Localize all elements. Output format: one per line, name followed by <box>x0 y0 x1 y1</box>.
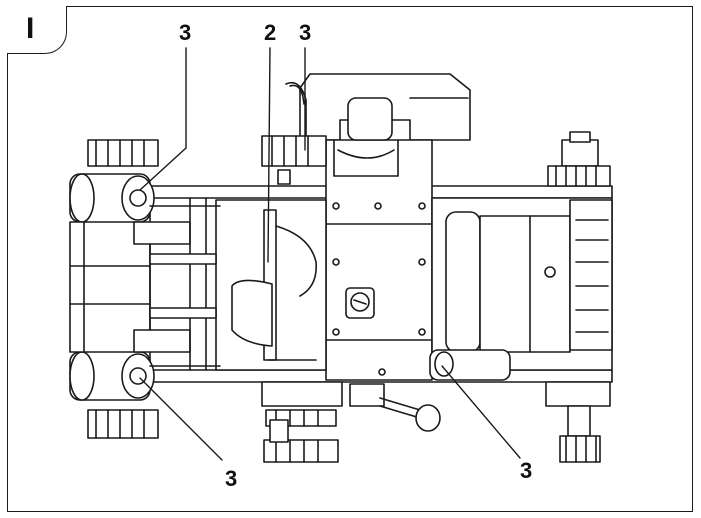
figure-tab <box>7 6 67 54</box>
electric-motor <box>431 197 613 371</box>
top-right-bolt <box>547 131 611 187</box>
lever-handle <box>349 383 441 432</box>
bottom-left-wheel <box>69 351 159 439</box>
top-left-wheel <box>69 139 159 223</box>
gearbox-housing <box>325 97 433 381</box>
bottom-sprocket-assembly <box>261 381 343 463</box>
callout-label: 3 <box>520 458 533 483</box>
figure-tab-label: I <box>26 12 35 45</box>
callout-leaders <box>139 47 521 461</box>
callout-label: 3 <box>179 20 192 45</box>
bottom-right-leg <box>545 381 611 463</box>
bottom-cylinder <box>429 349 511 381</box>
left-axle-frame <box>69 197 221 371</box>
brand-badge <box>345 287 375 319</box>
top-sprocket <box>261 135 327 167</box>
callout-label: 2 <box>264 20 277 45</box>
drive-plate <box>215 169 327 371</box>
callout-label: 3 <box>299 20 312 45</box>
callout-label: 3 <box>225 466 238 491</box>
